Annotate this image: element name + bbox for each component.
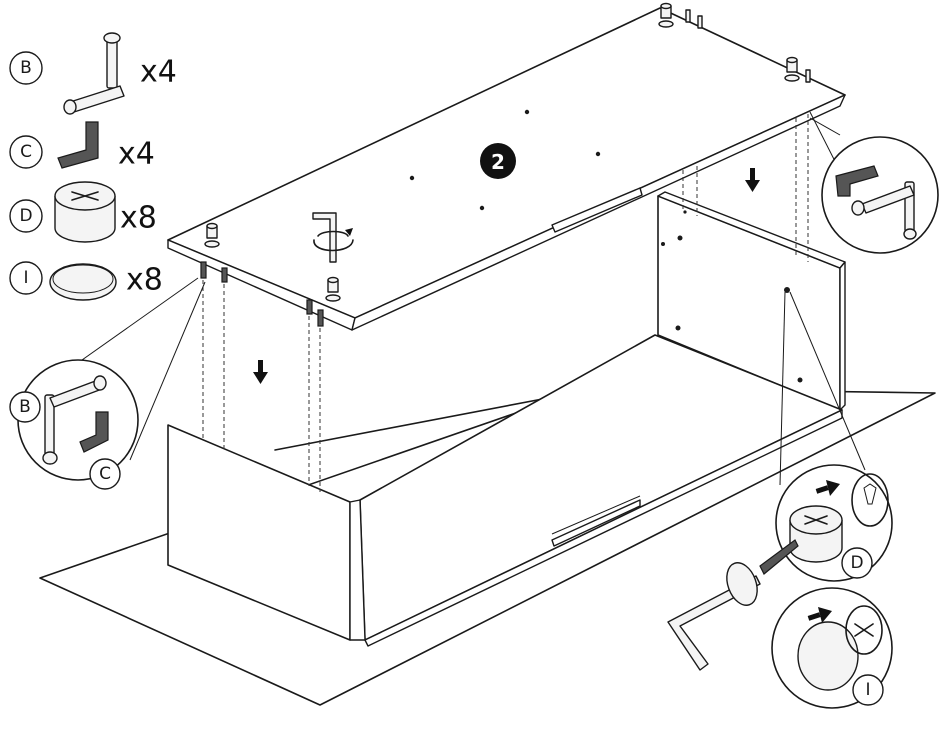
legend-row-b: B x4	[9, 32, 177, 115]
cover-cap-icon	[49, 263, 117, 301]
down-arrow-icon-left	[253, 360, 268, 384]
callout-letter-c: C	[99, 464, 111, 484]
callout-left-bolt-dowel: B C	[9, 277, 206, 490]
cam-bolt-icon	[42, 375, 107, 465]
callout-letter-b: B	[19, 397, 31, 417]
callout-letter-d: D	[850, 553, 863, 573]
side-panel-right	[657, 191, 846, 411]
allen-key-on-panel-icon	[312, 212, 354, 263]
legend-qty-i: x8	[126, 263, 163, 298]
legend-letter-i: I	[23, 268, 28, 288]
callout-right-bolt	[809, 111, 939, 254]
bolts-on-top-panel	[204, 2, 811, 302]
legend-letter-d: D	[19, 206, 32, 226]
step-badge: 2	[480, 143, 516, 179]
callout-letter-i: I	[865, 680, 870, 700]
legend-qty-d: x8	[120, 201, 157, 236]
allen-key-icon	[667, 539, 799, 671]
right-arrow-icon	[807, 607, 832, 623]
right-arrow-icon	[815, 480, 840, 496]
step-number: 2	[491, 150, 505, 174]
legend-row-c: C x4	[9, 121, 155, 172]
legend-row-i: I x8	[9, 261, 163, 301]
cam-lock-icon	[789, 505, 843, 563]
legend-qty-c: x4	[118, 137, 155, 172]
legend-letter-b: B	[20, 58, 32, 78]
alignment-guides	[202, 114, 809, 492]
cam-bolt-icon	[63, 32, 125, 115]
legend-qty-b: x4	[140, 55, 177, 90]
cam-lock-icon	[54, 181, 116, 243]
corner-dowel-icon	[79, 411, 109, 453]
legend-letter-c: C	[20, 142, 32, 162]
corner-dowel-icon	[57, 121, 99, 169]
bottom-panel	[359, 334, 843, 647]
callout-cover-cap: I	[771, 587, 893, 709]
callout-cam-lock: D	[775, 291, 893, 582]
legend-row-d: D x8	[9, 181, 157, 243]
corner-dowel-icon	[835, 165, 879, 197]
dowels-under-top-panel	[200, 261, 324, 327]
down-arrow-icon-right	[745, 168, 760, 192]
cam-bolt-icon	[851, 181, 917, 240]
side-panel-left	[167, 424, 366, 641]
parts-legend: B x4 C x4 D	[9, 32, 177, 301]
